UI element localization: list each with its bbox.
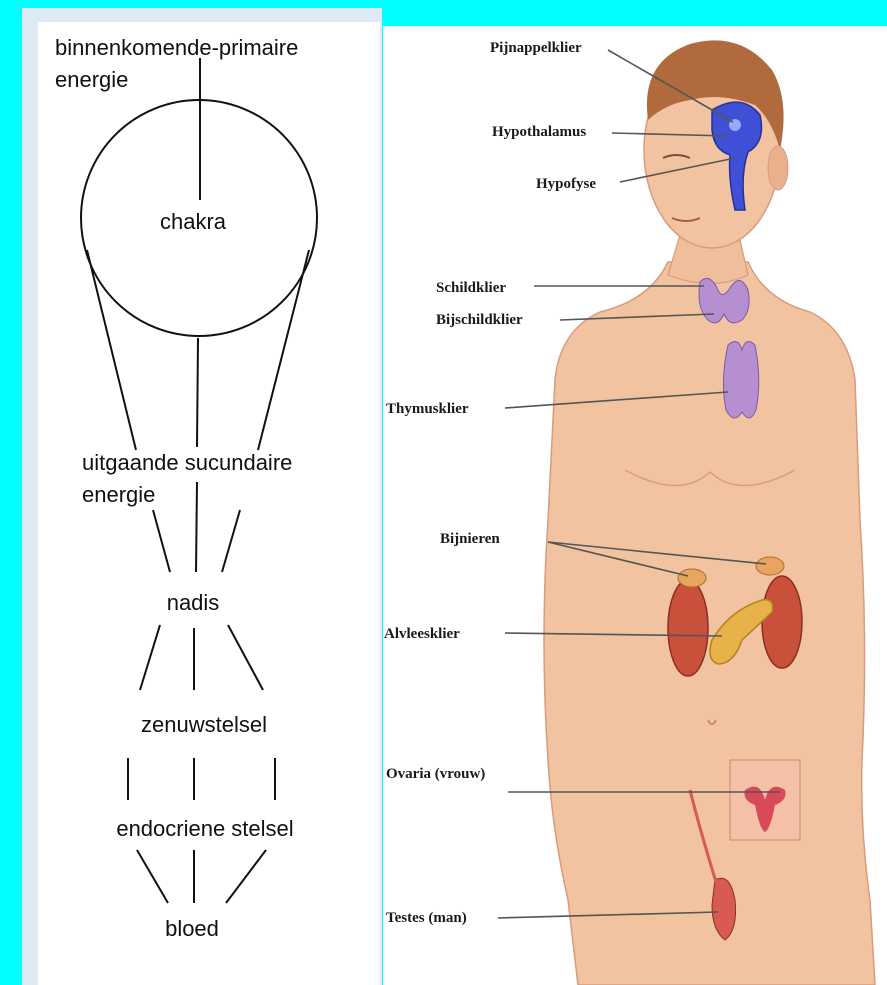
chakra-label: chakra [160,209,227,234]
bloed-left-line [137,850,168,903]
nadis-right-branch [228,625,263,690]
bloed-label: bloed [165,916,219,941]
cone-right-line [258,250,309,450]
label-bijnieren: Bijnieren [440,531,500,547]
label-thymusklier: Thymusklier [386,401,469,417]
chakra-flow-diagram [81,58,317,903]
nadis-label: nadis [167,590,220,615]
outgoing-energy-label-line2: energie [82,482,155,507]
label-testes: Testes (man) [386,910,467,926]
torso-shape [544,262,875,985]
label-alvleesklier: Alvleesklier [384,626,460,642]
left-adrenal-shape [678,569,706,587]
ear-shape [768,146,788,190]
label-hypothalamus: Hypothalamus [492,124,586,140]
outgoing-energy-label-line1: uitgaande sucundaire [82,450,292,475]
bloed-right-line [226,850,266,903]
left-to-nadis-line [153,510,170,572]
endocriene-stelsel-label: endocriene stelsel [116,816,293,841]
thymus-shape [723,341,758,418]
label-pijnappelklier: Pijnappelklier [490,40,582,56]
right-adrenal-shape [756,557,784,575]
center-down-line [197,338,198,447]
label-schildklier: Schildklier [436,280,506,296]
left-kidney-shape [668,580,708,676]
right-kidney-shape [762,576,802,668]
incoming-energy-label-line2: energie [55,67,128,92]
nadis-left-branch [140,625,160,690]
label-hypofyse: Hypofyse [536,176,596,192]
right-to-nadis-line [222,510,240,572]
label-ovaria: Ovaria (vrouw) [386,766,485,782]
incoming-energy-label-line1: binnenkomende-primaire [55,35,298,60]
cone-left-line [87,250,136,450]
label-bijschildklier: Bijschildklier [436,312,523,328]
center-to-nadis-line [196,482,197,572]
zenuwstelsel-label: zenuwstelsel [141,712,267,737]
